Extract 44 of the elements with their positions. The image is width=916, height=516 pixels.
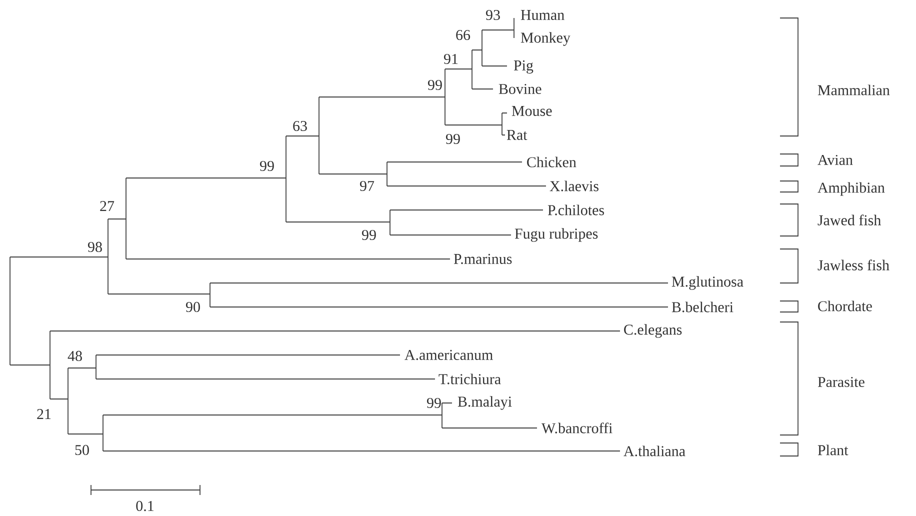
taxon-label: C.elegans: [624, 324, 682, 338]
taxon-label: Bovine: [498, 84, 542, 94]
bootstrap-value: 90: [186, 302, 200, 312]
taxon-label: M.glutinosa: [672, 276, 744, 290]
group-label: Amphibian: [818, 182, 885, 196]
taxon-label: A.americanum: [404, 350, 493, 360]
group-label: Plant: [818, 444, 848, 456]
taxon-label: Chicken: [527, 156, 576, 168]
bootstrap-value: 98: [88, 242, 102, 252]
taxon-label: P.chilotes: [548, 204, 604, 216]
bootstrap-value: 93: [486, 10, 500, 20]
bootstrap-value: 50: [75, 444, 89, 456]
taxon-label: Pig: [514, 60, 534, 74]
group-label: Chordate: [818, 300, 872, 312]
scale-label: 0.1: [136, 500, 154, 512]
taxon-label: Mouse: [512, 106, 552, 116]
bootstrap-value: 91: [444, 54, 458, 64]
bootstrap-value: 63: [293, 120, 307, 132]
taxon-label: Fugu rubripes: [514, 228, 598, 242]
bootstrap-value: 99: [446, 134, 460, 144]
group-label: Jawed fish: [818, 214, 881, 226]
taxon-label: B.malayi: [458, 396, 512, 410]
taxon-label: X.laevis: [550, 180, 598, 192]
taxon-label: B.belcheri: [672, 302, 734, 312]
taxon-label: Monkey: [520, 32, 570, 46]
taxon-label: T.trichiura: [438, 374, 501, 384]
group-label: Avian: [818, 154, 853, 166]
taxon-label: A.thaliana: [624, 446, 686, 456]
taxon-label: Human: [520, 10, 564, 20]
bootstrap-value: 99: [362, 230, 376, 240]
bootstrap-value: 21: [37, 409, 51, 419]
bootstrap-value: 99: [427, 398, 441, 408]
group-label: Jawless fish: [818, 260, 890, 270]
taxon-label: Rat: [506, 130, 528, 140]
bootstrap-value: 97: [360, 180, 374, 192]
bootstrap-value: 99: [428, 80, 442, 90]
group-label: Mammalian: [818, 84, 890, 96]
group-label: Parasite: [818, 376, 864, 388]
taxon-label: P.marinus: [454, 254, 512, 264]
bootstrap-value: 48: [68, 350, 82, 362]
bootstrap-value: 66: [456, 30, 470, 40]
bootstrap-value: 27: [100, 201, 114, 211]
bootstrap-value: 99: [260, 160, 274, 172]
taxon-label: W.bancroffi: [541, 422, 612, 434]
